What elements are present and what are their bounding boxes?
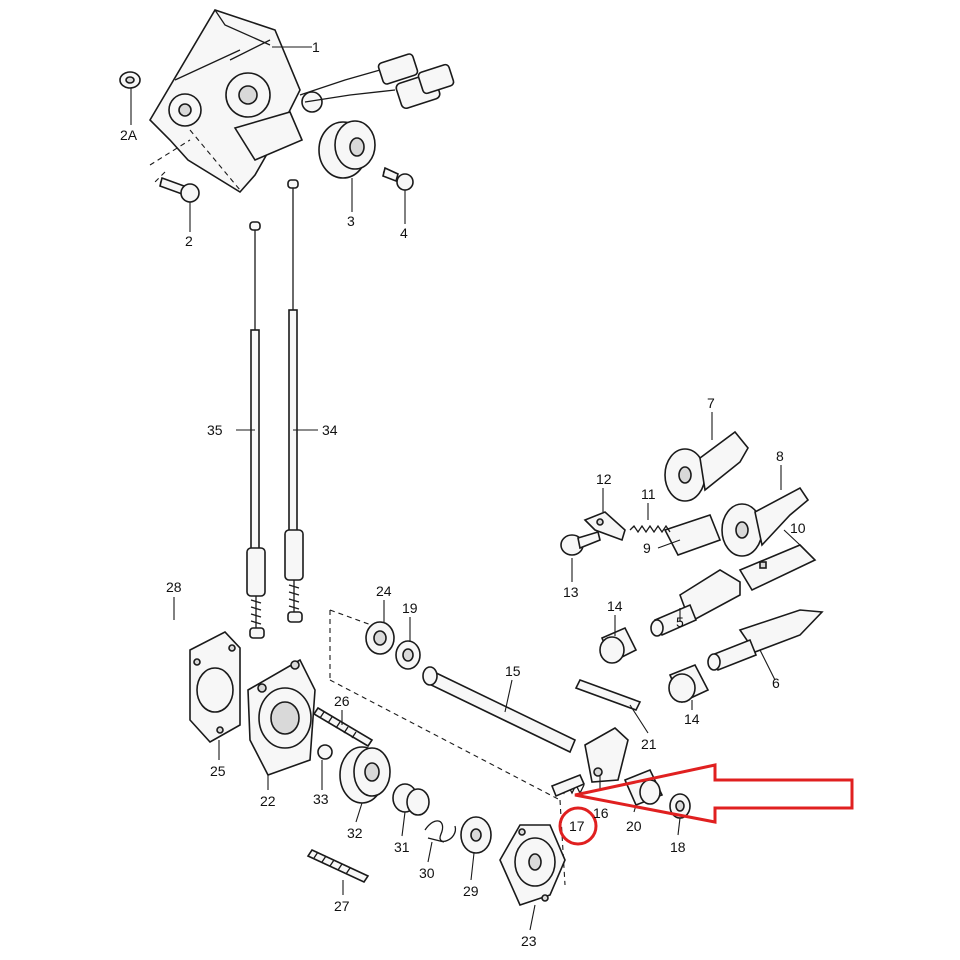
- label-part-2: 2: [185, 233, 193, 249]
- label-part-15: 15: [505, 663, 521, 679]
- label-part-14-lower: 14: [684, 711, 700, 727]
- label-part-26: 26: [334, 693, 350, 709]
- label-part-12: 12: [596, 471, 612, 487]
- label-part-31: 31: [394, 839, 410, 855]
- cover-23: [499, 824, 566, 906]
- label-part-34: 34: [322, 422, 338, 438]
- label-part-2a: 2A: [120, 127, 138, 143]
- label-part-5: 5: [676, 614, 684, 630]
- label-part-7: 7: [707, 395, 715, 411]
- stud-26: [312, 706, 374, 748]
- label-part-4: 4: [400, 225, 408, 241]
- label-part-10: 10: [790, 520, 806, 536]
- gasket-25: [189, 631, 241, 744]
- bushing-3: [318, 120, 376, 179]
- bracket-12: [583, 511, 626, 542]
- label-part-28: 28: [166, 579, 182, 595]
- label-part-30: 30: [419, 865, 435, 881]
- label-part-6: 6: [772, 675, 780, 691]
- label-part-3: 3: [347, 213, 355, 229]
- screw-4: [382, 166, 414, 191]
- label-part-32: 32: [347, 825, 363, 841]
- highlight-circle: [558, 806, 598, 846]
- bolt-2: [159, 176, 200, 203]
- control-housing: [148, 9, 455, 194]
- arm-5: [650, 569, 741, 637]
- bushing-31: [392, 783, 430, 816]
- label-part-33: 33: [313, 791, 329, 807]
- ring-18: [669, 793, 691, 819]
- spring-30: [424, 820, 456, 843]
- cable-34: [284, 179, 304, 623]
- label-part-14-upper: 14: [607, 598, 623, 614]
- bushing-24: [365, 621, 395, 655]
- label-part-16: 16: [593, 805, 609, 821]
- cable-35: [246, 221, 266, 639]
- plate-10: [738, 544, 817, 592]
- label-part-22: 22: [260, 793, 276, 809]
- label-part-24: 24: [376, 583, 392, 599]
- highlight-arrow: [574, 763, 854, 824]
- arm-6: [707, 609, 824, 672]
- collar-14-upper: [599, 626, 638, 664]
- cam-32: [339, 746, 391, 804]
- label-part-18: 18: [670, 839, 686, 855]
- shaft-15: [422, 666, 577, 754]
- lever-7: [664, 430, 749, 502]
- lever-8: [721, 486, 810, 557]
- label-part-21: 21: [641, 736, 657, 752]
- label-part-20: 20: [626, 818, 642, 834]
- washer-2a: [119, 71, 141, 89]
- label-part-23: 23: [521, 933, 537, 949]
- label-part-17: 17: [569, 818, 585, 834]
- label-part-35: 35: [207, 422, 223, 438]
- screw-13: [560, 530, 601, 556]
- spring-17: [550, 773, 586, 798]
- label-part-27: 27: [334, 898, 350, 914]
- pin-33: [317, 744, 333, 760]
- pin-21: [574, 679, 642, 711]
- label-part-8: 8: [776, 448, 784, 464]
- label-part-11: 11: [641, 486, 656, 502]
- label-part-1: 1: [312, 39, 320, 55]
- label-part-13: 13: [563, 584, 579, 600]
- housing-22: [247, 658, 316, 776]
- spring-11: [629, 524, 671, 534]
- bushing-19: [395, 640, 421, 670]
- plate-9: [663, 514, 722, 556]
- label-part-9: 9: [643, 540, 651, 556]
- collar-14-lower: [668, 663, 710, 704]
- sleeve-20: [623, 768, 664, 807]
- label-part-25: 25: [210, 763, 226, 779]
- lever-16: [584, 727, 629, 783]
- label-part-19: 19: [402, 600, 418, 616]
- plate-29: [460, 816, 492, 854]
- stud-27: [306, 848, 370, 884]
- label-part-29: 29: [463, 883, 479, 899]
